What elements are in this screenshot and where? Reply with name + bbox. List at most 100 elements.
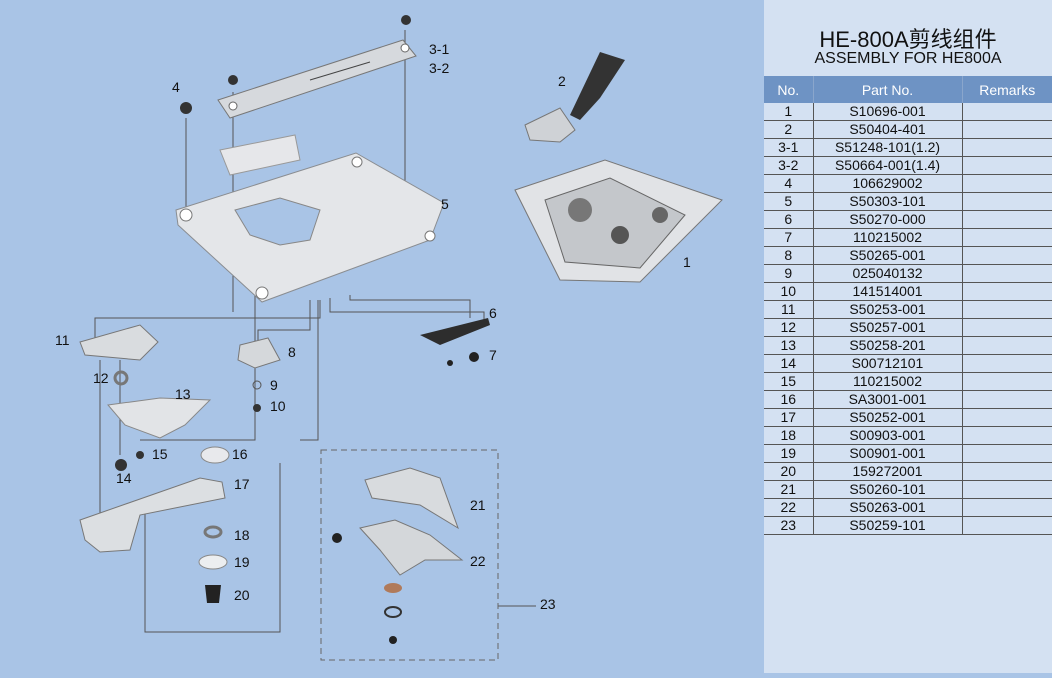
cell-remarks [962, 246, 1052, 265]
callout-13: 13 [175, 386, 191, 402]
knife-21 [364, 467, 459, 530]
callout-2: 2 [558, 73, 566, 89]
cell-part-no: S50303-101 [813, 192, 963, 211]
callout-1: 1 [683, 254, 691, 270]
callout-15: 15 [152, 446, 168, 462]
cell-no: 3-2 [764, 156, 814, 175]
cell-no: 12 [764, 318, 814, 337]
needle-plate-3 [217, 39, 417, 119]
cell-remarks [962, 282, 1052, 301]
callout-9: 9 [270, 377, 278, 393]
cell-part-no: S50664-001(1.4) [813, 156, 963, 175]
cell-part-no: S50257-001 [813, 318, 963, 337]
cell-no: 2 [764, 120, 814, 139]
cell-remarks [962, 372, 1052, 391]
cell-no: 8 [764, 246, 814, 265]
header-no: No. [764, 76, 814, 103]
cell-no: 15 [764, 372, 814, 391]
parts-list-panel: HE-800A剪线组件 ASSEMBLY FOR HE800A No. Part… [764, 0, 1052, 673]
cell-remarks [962, 192, 1052, 211]
cell-part-no: S50260-101 [813, 480, 963, 499]
cell-no: 9 [764, 264, 814, 283]
cell-no: 17 [764, 408, 814, 427]
cell-remarks [962, 390, 1052, 409]
callout-20: 20 [234, 587, 250, 603]
cell-part-no: S10696-001 [813, 103, 963, 121]
callout-8: 8 [288, 344, 296, 360]
exploded-parts-diagram: 3-1 3-2 4 2 5 1 6 7 8 9 10 11 12 13 14 1… [55, 15, 723, 661]
cell-remarks [962, 444, 1052, 463]
callout-3-1: 3-1 [429, 41, 450, 57]
cell-remarks [962, 103, 1052, 121]
cell-remarks [962, 516, 1052, 535]
cell-part-no: 110215002 [813, 228, 963, 247]
cell-no: 16 [764, 390, 814, 409]
callout-7: 7 [489, 347, 497, 363]
cell-part-no: S50263-001 [813, 498, 963, 517]
cell-no: 20 [764, 462, 814, 481]
screw-20 [205, 585, 221, 603]
callout-17: 17 [234, 476, 250, 492]
cell-no: 23 [764, 516, 814, 535]
cell-no: 5 [764, 192, 814, 211]
cell-part-no: S50265-001 [813, 246, 963, 265]
callout-12: 12 [93, 370, 109, 386]
table-header-row: No. Part No. Remarks [764, 76, 1052, 103]
cell-part-no: S50252-001 [813, 408, 963, 427]
knife-13 [107, 397, 212, 439]
cell-remarks [962, 318, 1052, 337]
leader-lines [94, 30, 536, 633]
callout-3-2: 3-2 [429, 60, 450, 76]
callout-21: 21 [470, 497, 486, 513]
cell-no: 10 [764, 282, 814, 301]
callout-19: 19 [234, 554, 250, 570]
cell-remarks [962, 336, 1052, 355]
cell-no: 4 [764, 174, 814, 193]
cell-no: 13 [764, 336, 814, 355]
header-part-no: Part No. [813, 76, 963, 103]
cell-part-no: S50270-000 [813, 210, 963, 229]
cell-part-no: S00903-001 [813, 426, 963, 445]
cell-part-no: 110215002 [813, 372, 963, 391]
callout-14: 14 [116, 470, 132, 486]
cell-remarks [962, 210, 1052, 229]
cell-remarks [962, 480, 1052, 499]
callout-22: 22 [470, 553, 486, 569]
bracket-2 [570, 52, 625, 120]
cell-no: 6 [764, 210, 814, 229]
assembly-subtitle: ASSEMBLY FOR HE800A [814, 50, 1002, 67]
parts-drawing [79, 15, 723, 661]
cell-remarks [962, 264, 1052, 283]
cell-no: 3-1 [764, 138, 814, 157]
callout-10: 10 [270, 398, 286, 414]
knife-22 [359, 519, 464, 576]
lever-17 [79, 477, 226, 553]
cell-no: 19 [764, 444, 814, 463]
cell-part-no: 159272001 [813, 462, 963, 481]
callout-18: 18 [234, 527, 250, 543]
cell-part-no: S50253-001 [813, 300, 963, 319]
cell-part-no: S51248-101(1.2) [813, 138, 963, 157]
cell-part-no: S00901-001 [813, 444, 963, 463]
callout-5: 5 [441, 196, 449, 212]
cell-no: 11 [764, 300, 814, 319]
assembly-title: HE-800A剪线组件 [819, 27, 997, 52]
callout-23: 23 [540, 596, 556, 612]
part-8 [237, 337, 281, 369]
lever-11 [79, 324, 159, 361]
cell-remarks [962, 408, 1052, 427]
assembly-23-box [320, 449, 499, 661]
